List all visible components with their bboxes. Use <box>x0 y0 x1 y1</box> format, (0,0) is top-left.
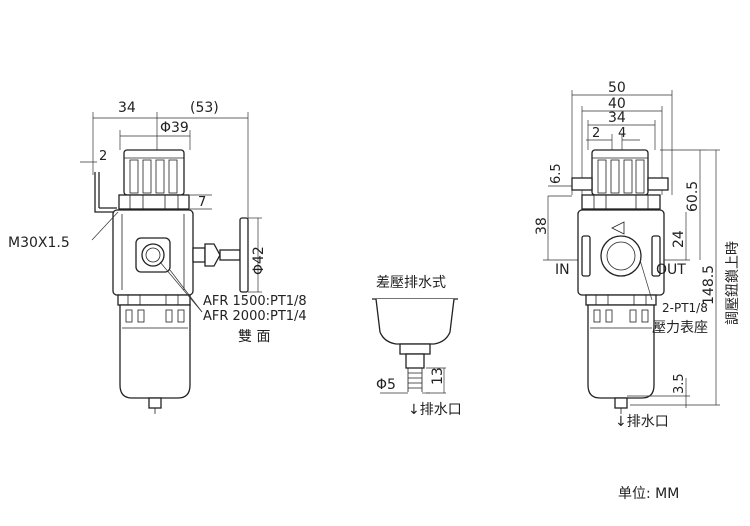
label-in: IN <box>555 262 570 278</box>
side-drain-label: ↓排水口 <box>615 414 669 430</box>
dim-38: 38 <box>534 217 550 235</box>
dim-3-5: 3.5 <box>672 373 687 394</box>
drain-outlet-label: ↓排水口 <box>408 402 462 418</box>
adjust-knob <box>123 149 185 196</box>
gauge-seat-label: 壓力表座 <box>652 320 708 336</box>
dim-34-side: 34 <box>608 110 626 126</box>
drain-detail: 差壓排水式 Φ5 13 ↓排水口 <box>372 275 462 418</box>
regulator-body <box>112 209 194 296</box>
drain-cup <box>375 298 455 345</box>
drain-height: 13 <box>430 367 446 385</box>
drain-dia: Φ5 <box>376 377 396 393</box>
side-bowl <box>587 304 655 399</box>
dim-2-side: 2 <box>592 126 600 141</box>
dim-24: 24 <box>671 230 687 248</box>
dim-4-side: 4 <box>618 126 626 141</box>
dim-6-5: 6.5 <box>549 163 564 184</box>
dim-34-front: 34 <box>118 100 136 116</box>
front-view: 34 (53) Φ39 2 7 <box>8 100 307 414</box>
lock-note: 調壓鈕鎖上時 <box>725 241 741 325</box>
port-spec-1: AFR 1500:PT1/8 <box>203 294 307 309</box>
lock-nut <box>118 194 190 210</box>
mount-tab-left <box>571 177 593 191</box>
side-view: 50 40 34 2 4 6.5 38 <box>534 80 741 430</box>
bowl-ring <box>117 294 191 306</box>
dim-53-front: (53) <box>190 100 219 116</box>
side-bowl-ring <box>585 294 657 306</box>
side-lock-nut <box>581 194 661 210</box>
side-knob <box>591 149 649 196</box>
side-drain-nub <box>614 397 628 409</box>
port-spec-2: AFR 2000:PT1/4 <box>203 309 307 324</box>
mounting-bracket <box>94 172 117 213</box>
gauge-port-label: 2-PT1/8 <box>662 301 708 315</box>
dim-148-5: 148.5 <box>701 265 717 305</box>
dim-2-front: 2 <box>99 149 107 164</box>
dim-60-5: 60.5 <box>685 181 701 212</box>
drain-nub <box>148 397 162 409</box>
both-sides-label: 雙 面 <box>238 329 270 345</box>
drain-detail-title: 差壓排水式 <box>376 275 446 291</box>
in-port <box>581 235 591 277</box>
filter-bowl <box>119 304 191 399</box>
dim-40: 40 <box>608 96 626 112</box>
thread-label: M30X1.5 <box>8 235 70 251</box>
side-body <box>577 209 665 296</box>
pressure-gauge <box>239 217 249 293</box>
dim-50: 50 <box>608 80 626 96</box>
mount-tab-right <box>647 177 669 191</box>
dim-knob-dia: Φ39 <box>160 120 189 136</box>
drain-valve <box>399 343 431 355</box>
gauge-seat <box>600 235 642 277</box>
unit-label: 单位: MM <box>618 486 679 502</box>
out-port <box>651 235 661 277</box>
dim-7-front: 7 <box>198 195 206 210</box>
dim-gauge-dia: Φ42 <box>251 246 267 275</box>
inlet-port <box>135 237 171 273</box>
gauge-fitting <box>192 247 206 263</box>
label-out: OUT <box>656 262 686 278</box>
